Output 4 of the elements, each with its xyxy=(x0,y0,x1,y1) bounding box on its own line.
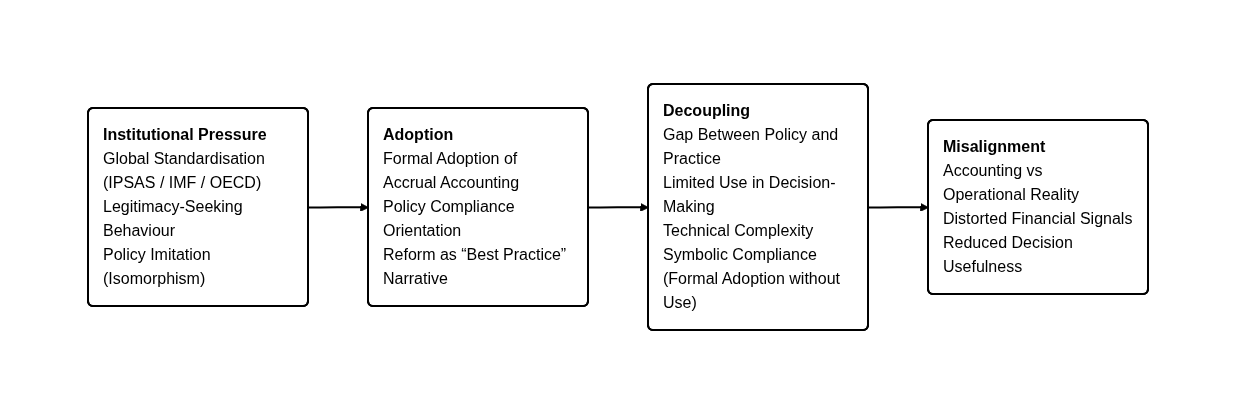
node-text: Misalignment Accounting vs Operational Reality Distorted Financial Signals Reduced Decision Usefulness xyxy=(943,138,1133,275)
node-text: Adoption Formal Adoption of Accrual Accounting Policy Compliance Orientation Reform as “Best Practice” Narrative xyxy=(383,126,567,287)
node-text: Decoupling Gap Between Policy and Practice Limited Use in Decision-Making Technical Complexity Symbolic Compliance (Formal Adoption without Use) xyxy=(663,102,840,311)
node-text: Institutional Pressure Global Standardisation (IPSAS / IMF / OECD) Legitimacy-Seeking Behaviour Policy Imitation (Isomorphism) xyxy=(103,126,267,287)
